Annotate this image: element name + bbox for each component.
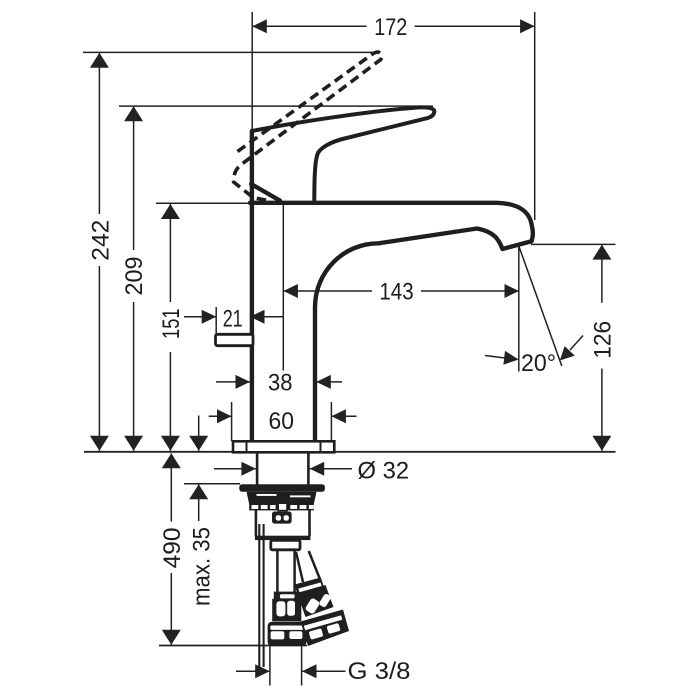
svg-text:21: 21 — [223, 306, 243, 333]
svg-text:Ø 32: Ø 32 — [358, 458, 410, 485]
svg-text:143: 143 — [379, 279, 413, 306]
svg-text:490: 490 — [159, 527, 186, 568]
svg-text:max. 35: max. 35 — [189, 527, 216, 606]
svg-text:38: 38 — [268, 370, 293, 397]
svg-text:126: 126 — [590, 321, 617, 359]
svg-text:G 3/8: G 3/8 — [348, 658, 411, 685]
svg-text:60: 60 — [269, 408, 295, 435]
svg-text:242: 242 — [87, 220, 114, 261]
svg-text:20°: 20° — [521, 350, 556, 377]
svg-text:209: 209 — [121, 257, 148, 296]
svg-text:151: 151 — [158, 308, 185, 339]
svg-text:172: 172 — [374, 14, 407, 41]
